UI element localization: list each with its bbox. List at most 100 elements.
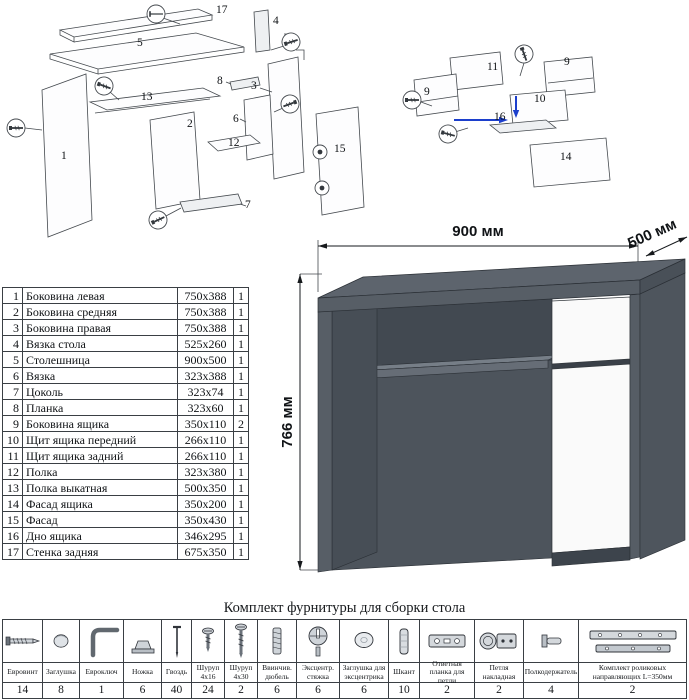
confirmat-callout-icon [6, 118, 26, 138]
hardware-item: Комплект роликовых направляющих L=350мм … [579, 620, 686, 698]
hardware-qty: 14 [16, 684, 29, 696]
part-name: Щит ящика передний [22, 431, 178, 448]
part-label: 15 [334, 143, 346, 155]
cam-lock-icon [297, 620, 339, 662]
hardware-name: Полкодержатель [524, 662, 578, 683]
part-name: Боковина средняя [22, 303, 178, 320]
part-number: 11 [2, 447, 23, 464]
part-left-side [41, 73, 93, 238]
part-label: 1 [61, 150, 67, 162]
part-name: Боковина ящика [22, 415, 178, 432]
screw-callout-icon [281, 32, 301, 52]
part-number: 13 [2, 479, 23, 496]
part-desktop [49, 32, 245, 70]
drawer-front [551, 296, 631, 365]
hardware-name: Евроключ [80, 662, 123, 683]
part-plinth [179, 193, 243, 213]
part-qty: 1 [233, 431, 249, 448]
hardware-item: Шуруп 4х30 2 [225, 620, 258, 698]
door-front [551, 363, 631, 554]
part-apron [253, 9, 271, 53]
part-size: 750х388 [177, 287, 234, 304]
hardware-name: Шуруп 4х30 [225, 662, 257, 683]
hardware-qty: 40 [170, 684, 183, 696]
hardware-qty: 6 [139, 684, 146, 696]
hardware-qty: 6 [315, 684, 321, 696]
part-size: 500х350 [177, 479, 234, 496]
right-panel-side-face [639, 272, 686, 560]
part-shelf [207, 134, 261, 152]
hardware-qty: 8 [58, 684, 64, 696]
part-number: 5 [2, 351, 23, 368]
hardware-item: Шкант 10 [389, 620, 420, 698]
hardware-name: Заглушка для эксцентрика [340, 662, 388, 683]
part-label: 7 [245, 199, 251, 211]
part-number: 9 [2, 415, 23, 432]
part-label: 3 [251, 80, 257, 92]
part-name: Фасад [22, 511, 178, 528]
part-name: Дно ящика [22, 527, 178, 544]
hardware-qty: 6 [274, 684, 280, 696]
part-drawer-facade [529, 137, 611, 188]
part-qty: 1 [233, 319, 249, 336]
part-qty: 1 [233, 399, 249, 416]
confirmat-callout-icon [402, 90, 422, 110]
nail-icon [162, 620, 191, 662]
exploded-view-drawer-diagram [402, 44, 611, 188]
hardware-item: Эксцентр. стяжка 6 [297, 620, 340, 698]
part-drawer-bottom [488, 119, 558, 134]
pedestal-plinth [551, 546, 631, 567]
part-label: 14 [560, 151, 572, 163]
part-name: Планка [22, 399, 178, 416]
part-label: 9 [424, 86, 430, 98]
part-label: 17 [216, 4, 228, 16]
desktop-right-edge [639, 258, 686, 295]
part-size: 323х388 [177, 367, 234, 384]
right-panel-front-edge [629, 293, 641, 560]
part-number: 10 [2, 431, 23, 448]
part-number: 17 [2, 543, 23, 560]
screw-callout-icon [514, 44, 534, 64]
part-number: 6 [2, 367, 23, 384]
part-qty: 1 [233, 383, 249, 400]
part-size: 323х60 [177, 399, 234, 416]
hardware-qty: 2 [496, 684, 502, 696]
part-name: Щит ящика задний [22, 447, 178, 464]
part-facade-door [315, 106, 365, 216]
hardware-item: Заглушка для эксцентрика 6 [340, 620, 389, 698]
part-qty: 1 [233, 463, 249, 480]
part-strip [229, 76, 261, 91]
part-name: Стенка задняя [22, 543, 178, 560]
hardware-item: Гвоздь 40 [162, 620, 192, 698]
hardware-name: Шуруп 4х16 [192, 662, 224, 683]
part-label: 11 [487, 61, 499, 73]
hardware-item: Евровинт 14 [3, 620, 43, 698]
part-number: 16 [2, 527, 23, 544]
shelf-support-icon [524, 620, 578, 662]
exploded-view-desk-diagram [6, 4, 365, 238]
part-size: 675х350 [177, 543, 234, 560]
hardware-item: Евроключ 1 [80, 620, 124, 698]
drawer-door-gap [552, 359, 630, 369]
part-name: Вязка стола [22, 335, 178, 352]
part-number: 15 [2, 511, 23, 528]
part-qty: 1 [233, 543, 249, 560]
part-size: 266х110 [177, 431, 234, 448]
hardware-name: Заглушка [43, 662, 79, 683]
part-name: Боковина левая [22, 287, 178, 304]
left-panel-front-edge [317, 310, 333, 573]
hardware-name: Петля накладная [475, 662, 523, 683]
part-number: 14 [2, 495, 23, 512]
left-panel-inner-face [331, 289, 378, 571]
hardware-kit-title: Комплект фурнитуры для сборки стола [223, 600, 466, 616]
